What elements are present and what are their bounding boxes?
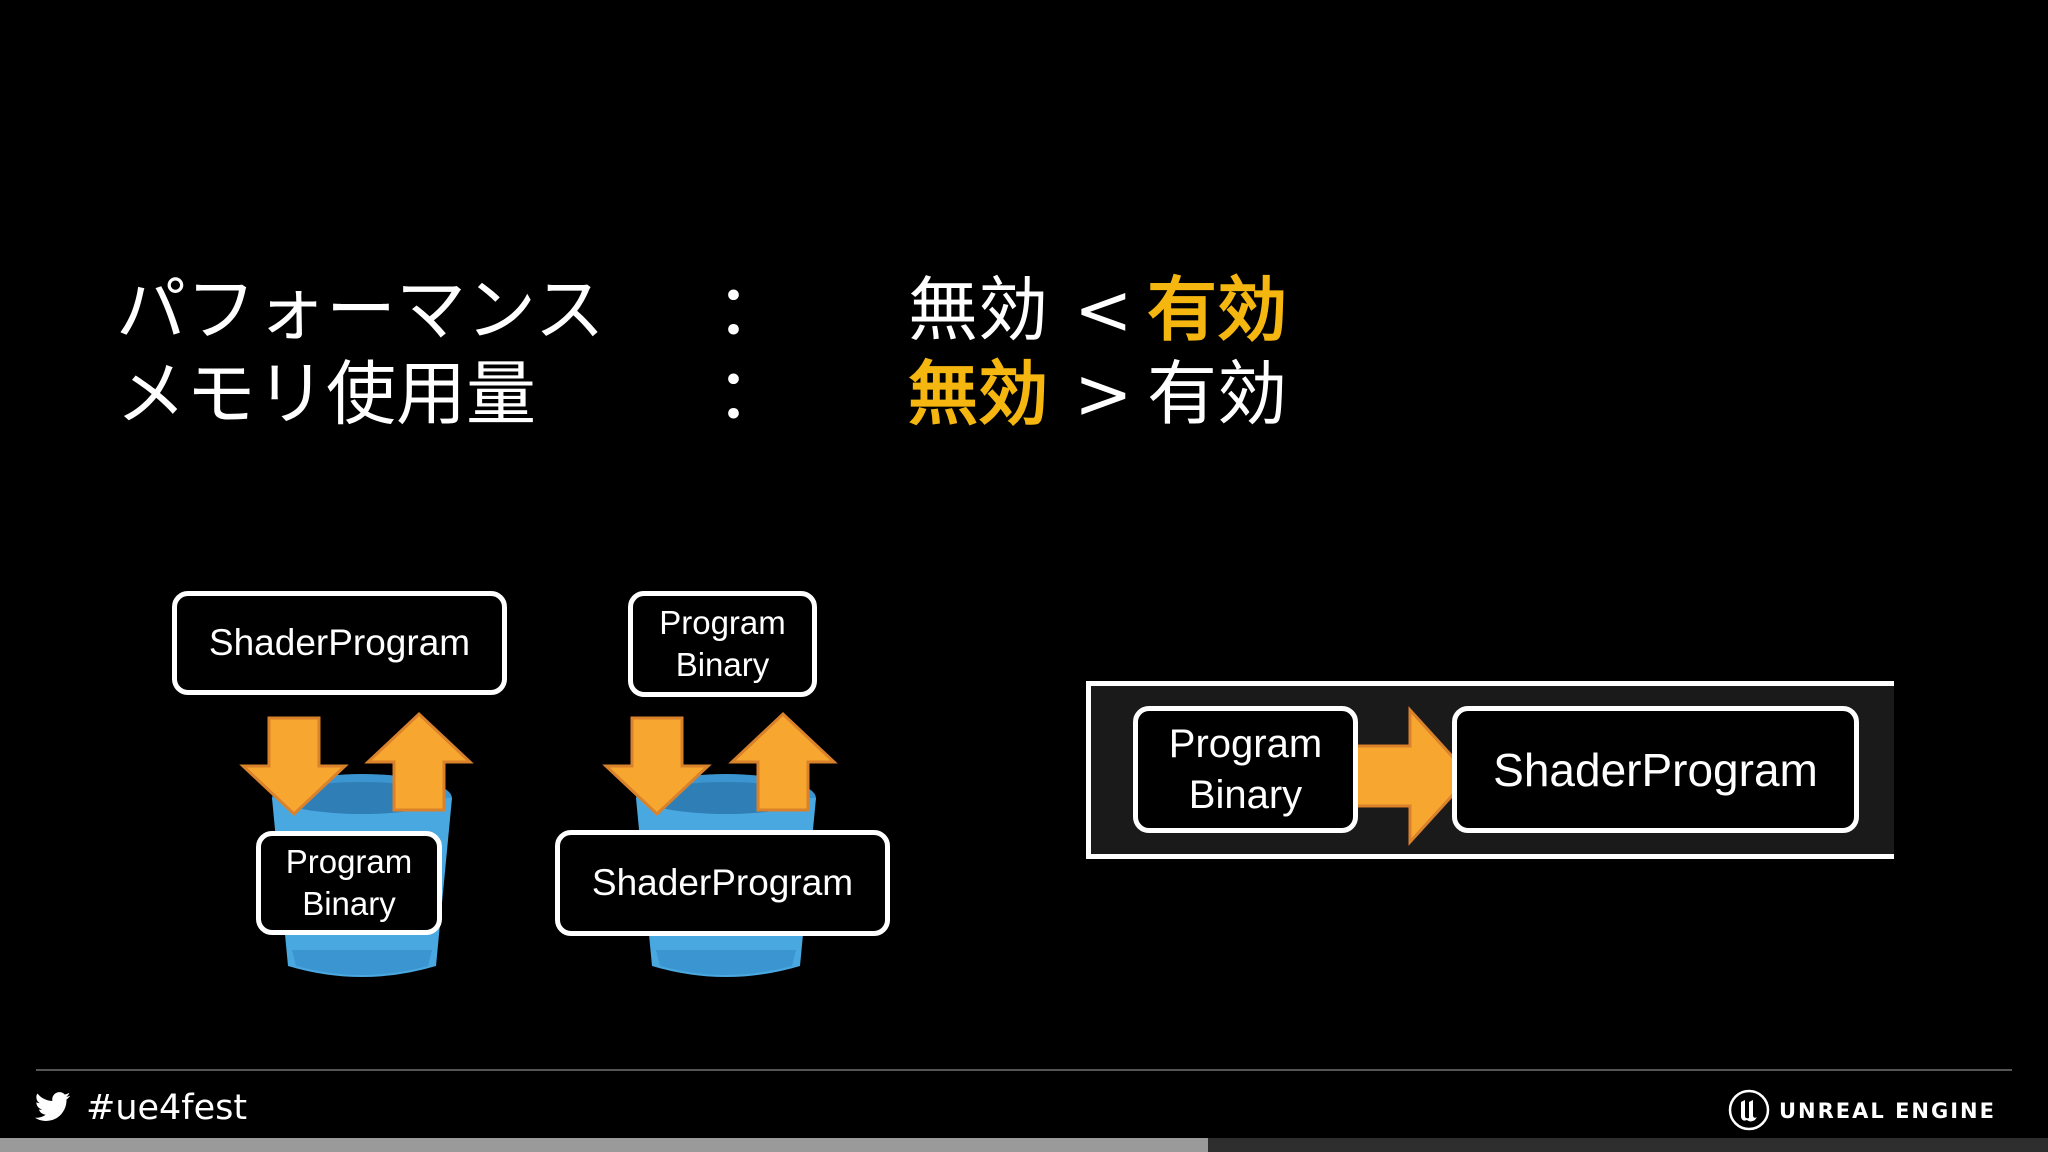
program-binary-box: Program Binary bbox=[1133, 706, 1358, 833]
program-binary-box: Program Binary bbox=[628, 591, 817, 697]
program-binary-line2: Binary bbox=[1188, 772, 1303, 817]
shader-program-box: ShaderProgram bbox=[172, 591, 507, 695]
memory-colon: ： bbox=[716, 353, 786, 435]
slide-progress-fill bbox=[0, 1138, 1209, 1152]
program-binary-line2: Binary bbox=[675, 646, 770, 683]
shader-program-label: ShaderProgram bbox=[591, 862, 854, 903]
arrow-up-icon bbox=[364, 711, 474, 812]
memory-operator: > bbox=[1074, 353, 1133, 435]
arrow-up-icon bbox=[728, 711, 838, 812]
program-binary-box: Program Binary bbox=[256, 831, 442, 935]
memory-enabled: 有効 bbox=[1147, 353, 1287, 435]
arrow-down-icon bbox=[239, 716, 349, 817]
performance-disabled: 無効 bbox=[908, 269, 1048, 351]
twitter-bird-icon bbox=[34, 1092, 71, 1121]
program-binary-line2: Binary bbox=[302, 885, 396, 922]
footer-divider bbox=[36, 1069, 2012, 1071]
memory-disabled: 無効 bbox=[908, 353, 1048, 435]
shader-program-label: ShaderProgram bbox=[1493, 743, 1818, 796]
performance-operator: < bbox=[1074, 269, 1133, 351]
unreal-engine-logo-icon bbox=[1728, 1089, 1770, 1131]
performance-colon: ： bbox=[716, 269, 786, 351]
unreal-engine-wordmark: UNREAL ENGINE bbox=[1779, 1099, 1996, 1123]
hashtag-text: #ue4fest bbox=[86, 1088, 248, 1128]
performance-enabled: 有効 bbox=[1147, 269, 1287, 351]
program-binary-line1: Program bbox=[1168, 721, 1323, 766]
program-binary-line1: Program bbox=[659, 604, 786, 641]
shader-program-label: ShaderProgram bbox=[208, 622, 471, 663]
program-binary-line1: Program bbox=[285, 843, 413, 880]
arrow-down-icon bbox=[602, 716, 712, 817]
memory-label: メモリ使用量 bbox=[116, 353, 536, 435]
shader-program-box: ShaderProgram bbox=[555, 830, 890, 936]
performance-label: パフォーマンス bbox=[116, 269, 605, 351]
shader-program-box: ShaderProgram bbox=[1452, 706, 1859, 833]
slide-progress-bar bbox=[0, 1138, 2048, 1152]
